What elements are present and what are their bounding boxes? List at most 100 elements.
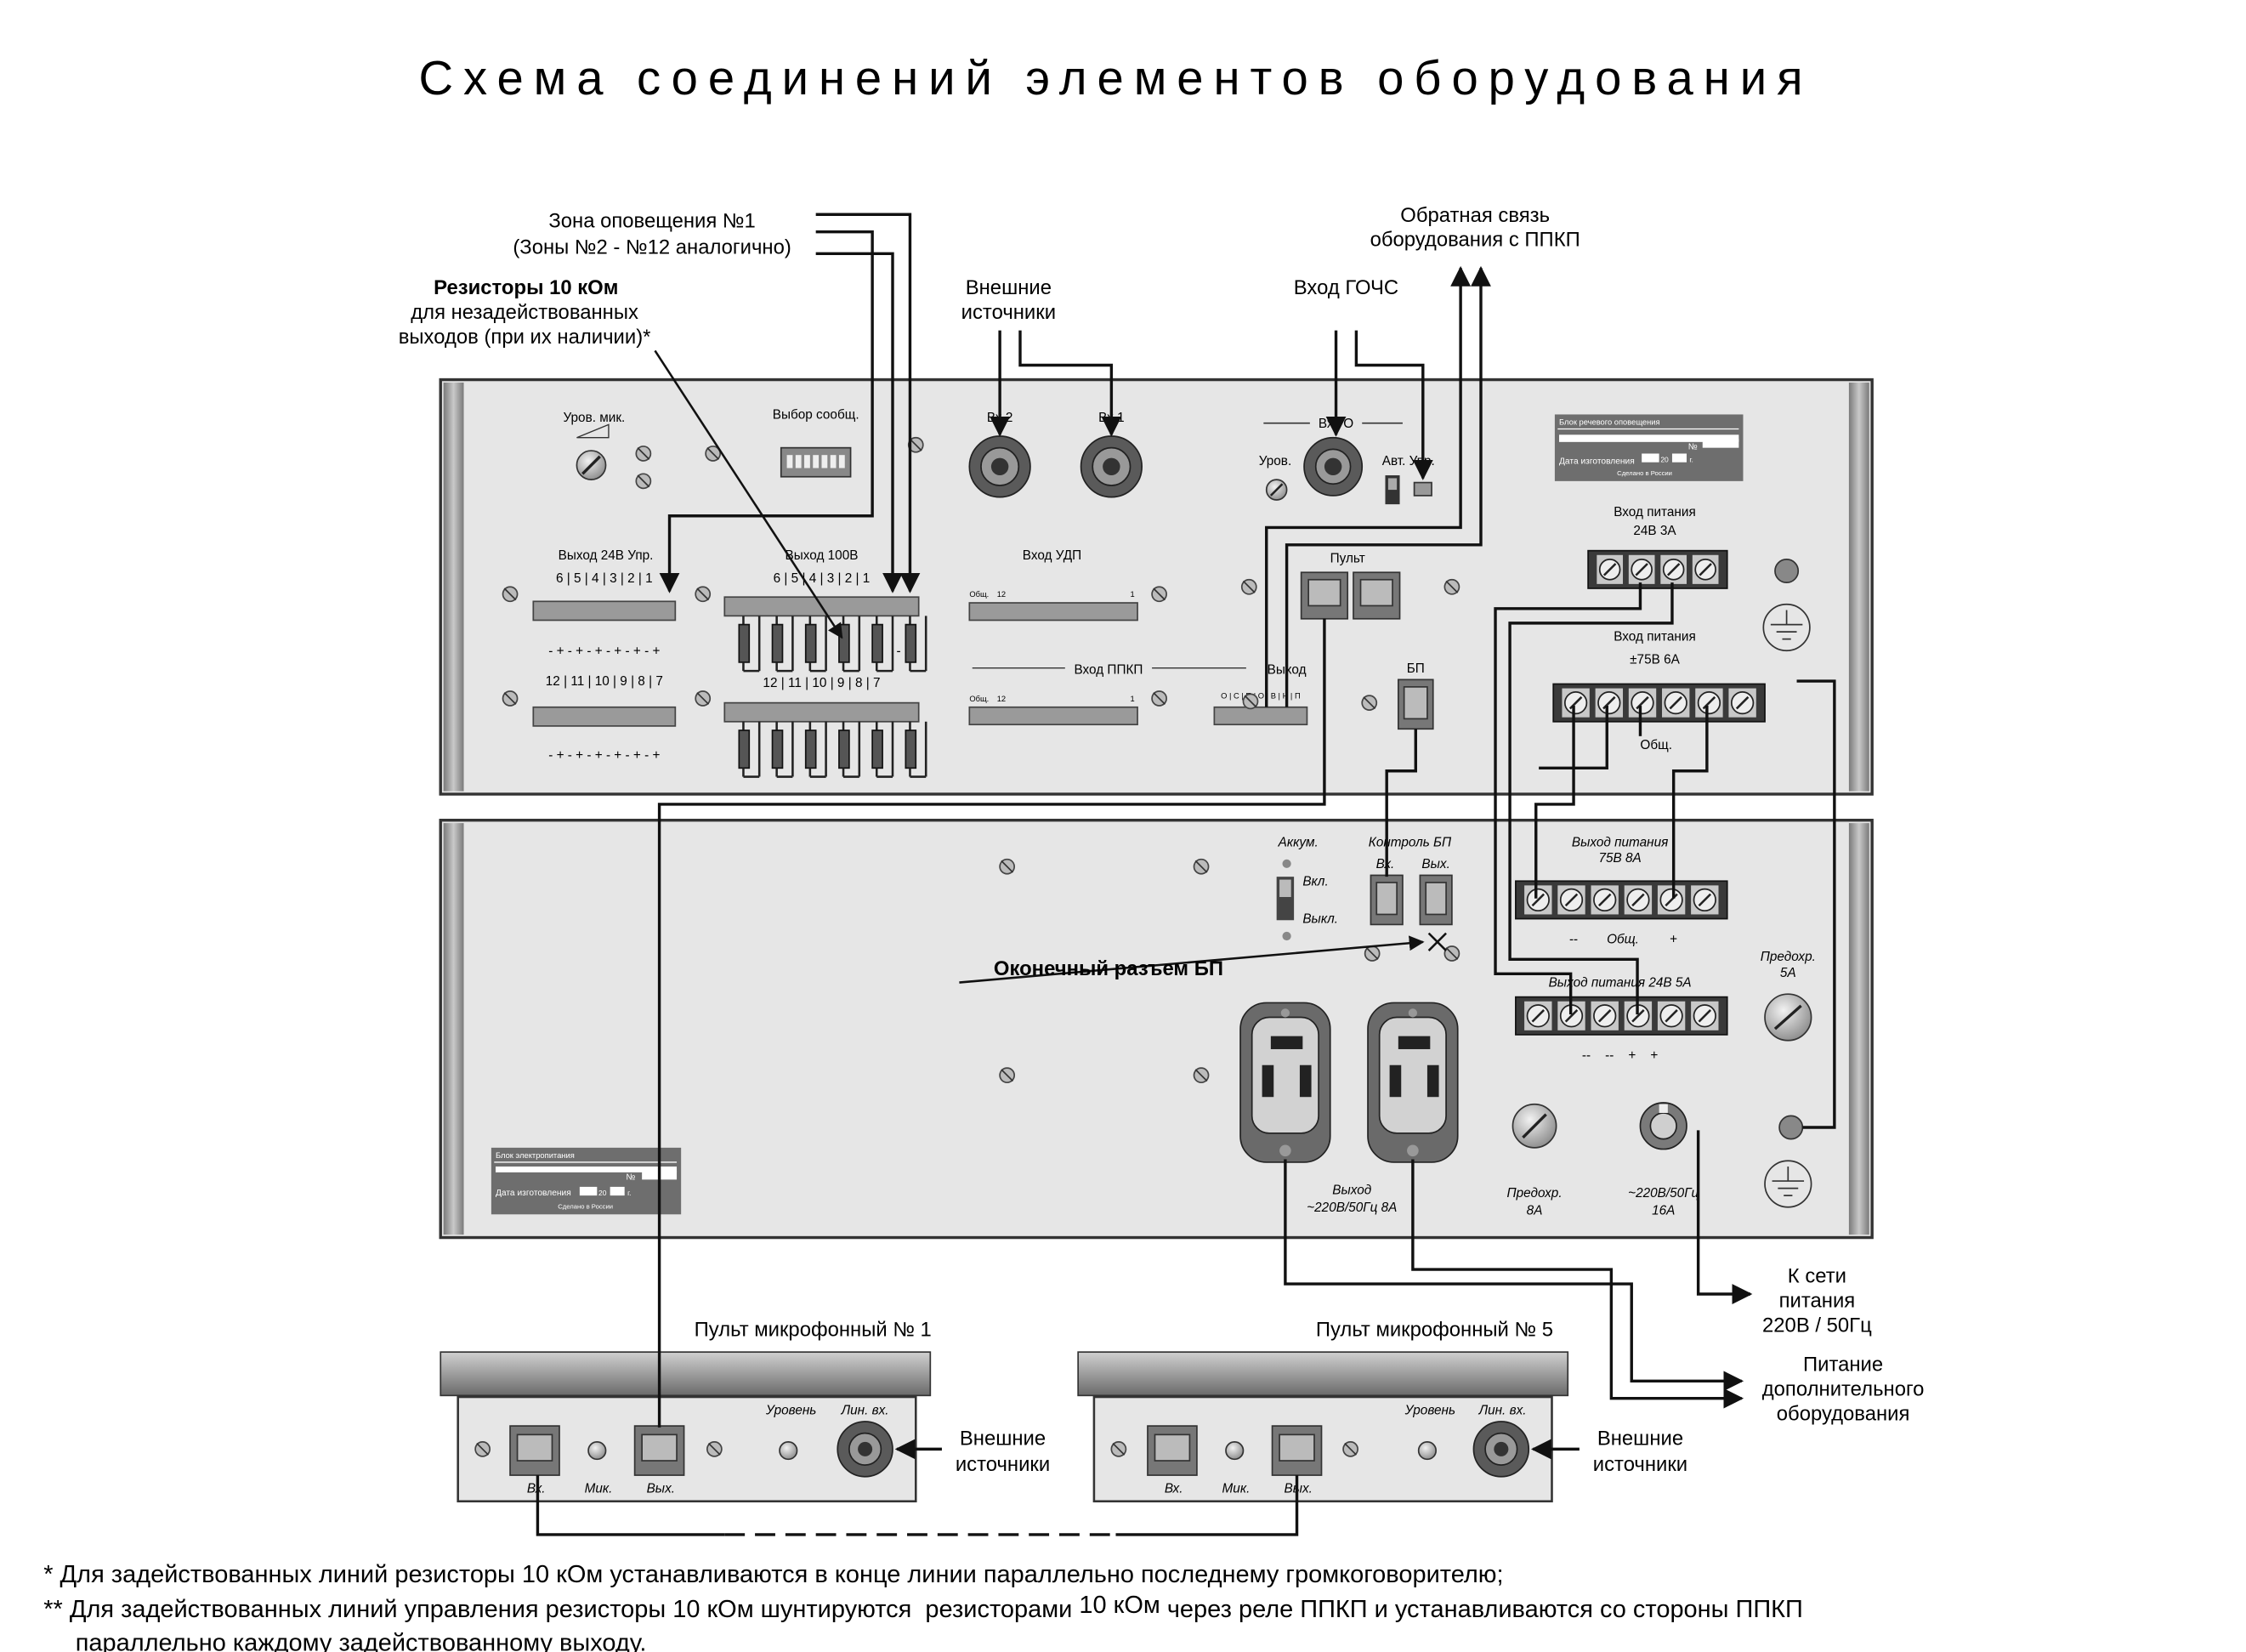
wire-feedback-b [1285,265,1491,707]
wire-ext-in1 [1018,330,1122,437]
terminal-screw-icon [1624,885,1653,915]
indicator-lamp [1774,559,1800,584]
resistor-icon [804,721,827,778]
screw-icon [1361,695,1378,712]
pin24-sub: 24В 3А [1633,524,1676,538]
udp-terminal[interactable] [968,602,1138,622]
lower-unit: Аккум. Вкл. Выкл. Контроль БП Вх. Вых. В… [439,818,1874,1240]
feedback-label-1: Обратная связь [1400,204,1550,227]
mic5-linein-label: Лин. вх. [1478,1403,1527,1417]
out-terminal[interactable] [1213,706,1308,726]
mains-label-1: К сети [1788,1264,1846,1287]
fuse-5a[interactable] [1764,993,1812,1042]
wire-bp-control [1385,729,1417,877]
ppkp-n12: 12 [997,695,1006,703]
fuse5-label-1: Предохр. [1761,950,1816,964]
bp-control-out-socket[interactable] [1419,874,1453,926]
mic5-in-socket[interactable] [1147,1425,1198,1476]
mic1-mic-knob[interactable] [587,1441,607,1461]
resistors-label-2: для незадействованных [411,301,638,324]
udp-n1: 1 [1131,590,1135,599]
bp-socket[interactable] [1397,678,1434,730]
mic1-level-label: Уровень [765,1403,816,1417]
in2-jack[interactable] [968,435,1031,498]
ac-outlet-1[interactable] [1239,1002,1331,1163]
ac-outlet-2[interactable] [1367,1002,1459,1163]
resistors-label-3: выходов (при их наличии)* [399,326,651,349]
in1-jack[interactable] [1080,435,1143,498]
console-socket-2[interactable] [1353,571,1401,620]
mic5-out-socket[interactable] [1271,1425,1323,1476]
terminal-screw-icon [1628,554,1655,584]
out100-terminal-bot[interactable] [723,701,920,723]
resistor-icon [905,616,927,673]
pin24-title: Вход питания [1614,505,1696,519]
ac-in-label-1: ~220В/50Гц [1628,1186,1699,1201]
resistor-row-top [738,616,927,673]
resistor-icon [871,616,894,673]
bp-control-in-socket[interactable] [1370,874,1404,926]
mic1-linein-jack[interactable] [837,1421,893,1478]
ext-src-label-1: Внешние [966,276,1052,299]
ppkp-n1: 1 [1131,695,1135,703]
terminal-screw-icon [1662,688,1690,718]
out24-nums-bot: 12 | 11 | 10 | 9 | 8 | 7 [546,674,663,689]
mic1-out-socket[interactable] [633,1425,685,1476]
wire-75v-common [1539,706,1608,770]
out24-polarity-bot: - + - + - + - + - + - + [548,748,660,763]
go-level-knob[interactable] [1265,479,1288,501]
plate-g: г. [1689,456,1693,464]
ext-src-mic5-1: Внешние [1597,1427,1683,1450]
auto-ctrl-switch[interactable] [1385,475,1400,505]
footnote-1: * Для задействованных линий резисторы 10… [43,1561,1503,1588]
out24-terminal-top[interactable] [532,600,677,622]
akkum-switch[interactable] [1276,877,1295,921]
pin75-terminal-block[interactable] [1552,683,1766,723]
out75-terminal-block[interactable] [1515,880,1728,920]
terminal-screw-icon [1628,688,1657,718]
in-go-jack[interactable] [1303,436,1364,497]
fuse8-label-2: 8А [1527,1203,1543,1218]
mic1-level-knob[interactable] [779,1441,798,1461]
mic5-mic-label: Мик. [1222,1482,1251,1496]
wire-mic-chain [536,1475,725,1536]
bp-label: БП [1407,661,1425,676]
zone-label-1: Зона оповещения №1 [548,210,755,233]
wire-aux-b [1411,1159,1744,1409]
feedback-label-2: оборудования с ППКП [1370,229,1580,252]
out100-nums-bot: 12 | 11 | 10 | 9 | 8 | 7 [763,676,880,690]
out24-terminal-bot[interactable] [532,706,677,727]
mic1-in-socket[interactable] [509,1425,560,1476]
mic5-linein-jack[interactable] [1472,1421,1530,1478]
terminal-screw-icon [1657,1001,1686,1030]
auto-ctrl-connector[interactable] [1413,481,1432,497]
wire-console-mic1 [657,618,1326,1428]
mic5-level-knob[interactable] [1417,1441,1437,1461]
pin24-terminal-block[interactable] [1587,549,1728,589]
wire-zone1-b [815,252,903,593]
ac-out-label-1: Выход [1332,1183,1371,1197]
ground-icon [1762,603,1811,652]
out24p-terminal-block[interactable] [1515,996,1728,1036]
footnote-2: ** Для задействованных линий управления … [43,1592,1803,1623]
wire-24v-a [1494,582,1642,1015]
wire-24v-b [1508,582,1674,1015]
dip-switch[interactable] [780,446,852,478]
plate-no: № [626,1172,635,1182]
ppkp-terminal[interactable] [968,706,1138,726]
screw-icon [999,1067,1016,1084]
mic5-title: Пульт микрофонный № 5 [1316,1318,1553,1341]
screw-icon [999,858,1016,875]
wire-zone1-c [659,230,874,593]
mic1-out-label: Вых. [647,1482,675,1496]
ac-inlet[interactable] [1639,1102,1687,1150]
console-socket-1[interactable] [1300,571,1349,620]
screw-icon [1193,1067,1210,1084]
mic-level-knob[interactable] [576,450,607,481]
ac-in-label-2: 16А [1652,1203,1675,1218]
mic5-in-label: Вх. [1165,1482,1183,1496]
fuse-8a[interactable] [1512,1103,1557,1149]
mic5-mic-knob[interactable] [1225,1441,1245,1461]
mic-panel-1: Уровень Лин. вх. Вх. Мик. Вых. [440,1351,932,1503]
